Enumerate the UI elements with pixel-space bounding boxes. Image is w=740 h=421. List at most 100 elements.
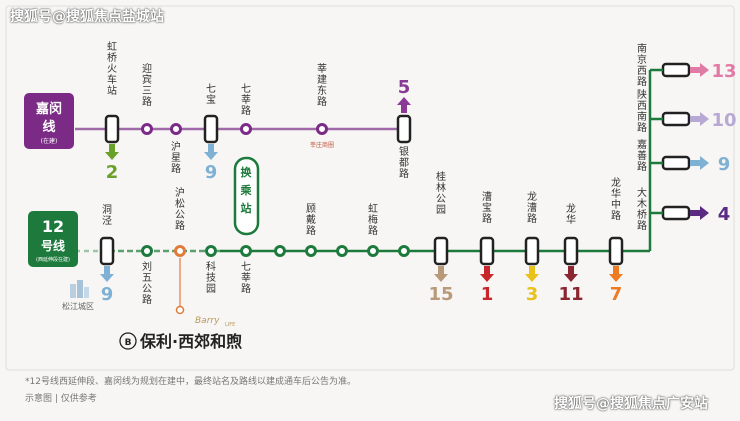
station-label-yingbin: 迎 bbox=[142, 63, 152, 75]
line12-badge-suffix: 号线 bbox=[41, 238, 65, 253]
station-label-longhuazhong: 中 bbox=[611, 198, 621, 211]
station-label-damuqiao: 路 bbox=[637, 219, 647, 232]
interchange-pill bbox=[233, 156, 260, 236]
station-label-yindu: 都 bbox=[399, 157, 409, 169]
building-icon bbox=[70, 280, 89, 298]
station-label-qibao: 宝 bbox=[206, 93, 216, 106]
transfer-10-shaanxinan-arrow bbox=[690, 112, 709, 126]
station-label-longcao: 龙 bbox=[527, 190, 537, 203]
interchange-label-1: 换 bbox=[241, 165, 253, 179]
transfer-9-dongjing-label: 9 bbox=[101, 284, 114, 305]
station-label-nanjingxi: 京 bbox=[637, 53, 647, 66]
station-label-qixin-jm: 莘 bbox=[241, 93, 251, 106]
brand-script: Barry bbox=[195, 316, 220, 326]
station-label-qibao: 七 bbox=[206, 83, 216, 95]
jiamin-badge-sub: (在建) bbox=[41, 137, 58, 145]
transfer-9-jiashan-label: 9 bbox=[718, 154, 731, 175]
station-label-jiashan: 善 bbox=[637, 149, 647, 162]
station-label-longhua: 龙 bbox=[566, 202, 576, 215]
station-box-longhua bbox=[563, 236, 579, 266]
transfer-4-damuqiao-arrow bbox=[690, 206, 709, 220]
station-label-qixin-12: 七 bbox=[241, 261, 251, 273]
station-label-husong: 松 bbox=[175, 197, 185, 210]
transfer-3-longcao-arrow bbox=[525, 266, 539, 282]
station-label-yingbin: 宾 bbox=[142, 73, 152, 86]
transfer-3-longcao-label: 3 bbox=[526, 284, 539, 305]
station-label-husong: 路 bbox=[175, 219, 185, 232]
transfer-1-caobao-label: 1 bbox=[481, 284, 494, 305]
station-label-jiashan: 路 bbox=[637, 160, 647, 173]
station-label-damuqiao: 桥 bbox=[637, 209, 647, 221]
station-box-shaanxinan bbox=[661, 111, 691, 127]
station-dot-yingbin bbox=[141, 123, 153, 135]
station-box-dongjing bbox=[99, 236, 115, 266]
station-label-hongqiao: 站 bbox=[107, 84, 117, 97]
station-label-xinjiandong: 东 bbox=[317, 84, 327, 97]
station-label-liuwu: 五 bbox=[142, 273, 152, 284]
station-label-shaanxinan: 南 bbox=[637, 110, 647, 123]
station-label-nanjingxi: 西 bbox=[637, 66, 647, 77]
station-label-huxing: 路 bbox=[171, 162, 181, 175]
station-label-longcao: 漕 bbox=[527, 201, 537, 214]
station-dot-liuwu bbox=[141, 245, 153, 257]
station-label-qixin-12: 莘 bbox=[241, 271, 251, 284]
station-label-longhua: 华 bbox=[566, 213, 576, 226]
station-label-damuqiao: 木 bbox=[637, 198, 647, 210]
station-label-caobao: 路 bbox=[482, 212, 492, 225]
station-label-longhuazhong: 华 bbox=[611, 187, 621, 200]
station-label-huxing: 沪 bbox=[171, 140, 181, 153]
station-label-qixin-jm: 七 bbox=[241, 83, 251, 95]
transfer-11-longhua-arrow bbox=[564, 266, 578, 282]
station-dot-hongmei bbox=[367, 245, 379, 257]
transfer-5-yindu-arrow bbox=[397, 97, 411, 113]
station-label-nanjingxi: 路 bbox=[637, 75, 647, 88]
station-dot-huxing bbox=[170, 123, 182, 135]
property-marker-dot bbox=[175, 305, 185, 315]
station-label-hongqiao: 车 bbox=[107, 73, 117, 86]
station-label-kejiyuan: 科 bbox=[206, 260, 216, 273]
svg-text:B: B bbox=[125, 338, 132, 348]
station-label-dongjing: 洞 bbox=[102, 204, 112, 216]
station-label-shaanxinan: 陕 bbox=[637, 88, 647, 101]
station-label-liuwu: 刘 bbox=[142, 261, 152, 273]
station-label-longhuazhong: 路 bbox=[611, 209, 621, 222]
station-label-xinjiandong: 莘 bbox=[317, 62, 327, 75]
transfer-10-shaanxinan-label: 10 bbox=[711, 110, 736, 131]
station-label-kejiyuan: 园 bbox=[206, 283, 216, 295]
station-label-guilin: 公 bbox=[436, 194, 446, 205]
station-label-yingbin: 三 bbox=[142, 86, 152, 97]
station-box-damuqiao bbox=[661, 205, 691, 221]
station-label-hongqiao: 虹 bbox=[107, 41, 117, 53]
transfer-13-nanjingxi-arrow bbox=[690, 63, 709, 77]
station-box-nanjingxi bbox=[661, 62, 691, 78]
station-label-qixin-jm: 路 bbox=[241, 104, 251, 117]
transfer-2-hongqiao-label: 2 bbox=[106, 162, 119, 183]
station-label-yingbin: 路 bbox=[142, 95, 152, 108]
brand-tag: LIFE bbox=[225, 322, 235, 328]
station-dot-xinjiandong bbox=[316, 123, 328, 135]
transfer-7-longhuazhong-label: 7 bbox=[610, 284, 623, 305]
brand-logo: B bbox=[119, 332, 137, 350]
transfer-2-hongqiao-arrow bbox=[105, 144, 119, 160]
station-label-huxing: 星 bbox=[171, 152, 181, 164]
station-box-qibao bbox=[203, 114, 219, 144]
station-box-longcao bbox=[524, 236, 540, 266]
line12-badge-sub: (西延伸段在建) bbox=[36, 256, 70, 263]
station-label-damuqiao: 大 bbox=[637, 186, 647, 199]
station-label-shaanxinan: 西 bbox=[637, 101, 647, 112]
station-label-hongmei: 梅 bbox=[368, 213, 378, 226]
line12-badge bbox=[28, 211, 78, 267]
station-label-liuwu: 路 bbox=[142, 293, 152, 306]
transfer-9-qibao-label: 9 bbox=[205, 162, 218, 183]
station-label-gudai: 戴 bbox=[306, 213, 316, 226]
station-box-jiashan bbox=[661, 155, 691, 171]
watermark-top: 搜狐号@搜狐焦点盐城站 bbox=[10, 9, 164, 25]
station-box-yindu bbox=[396, 114, 412, 144]
station-label-kejiyuan: 技 bbox=[206, 271, 216, 284]
station-label-qixin-12: 路 bbox=[241, 282, 251, 295]
station-label-dongjing: 泾 bbox=[102, 214, 112, 227]
transfer-7-longhuazhong-arrow bbox=[609, 266, 623, 282]
station-label-hongqiao: 桥 bbox=[107, 52, 117, 64]
